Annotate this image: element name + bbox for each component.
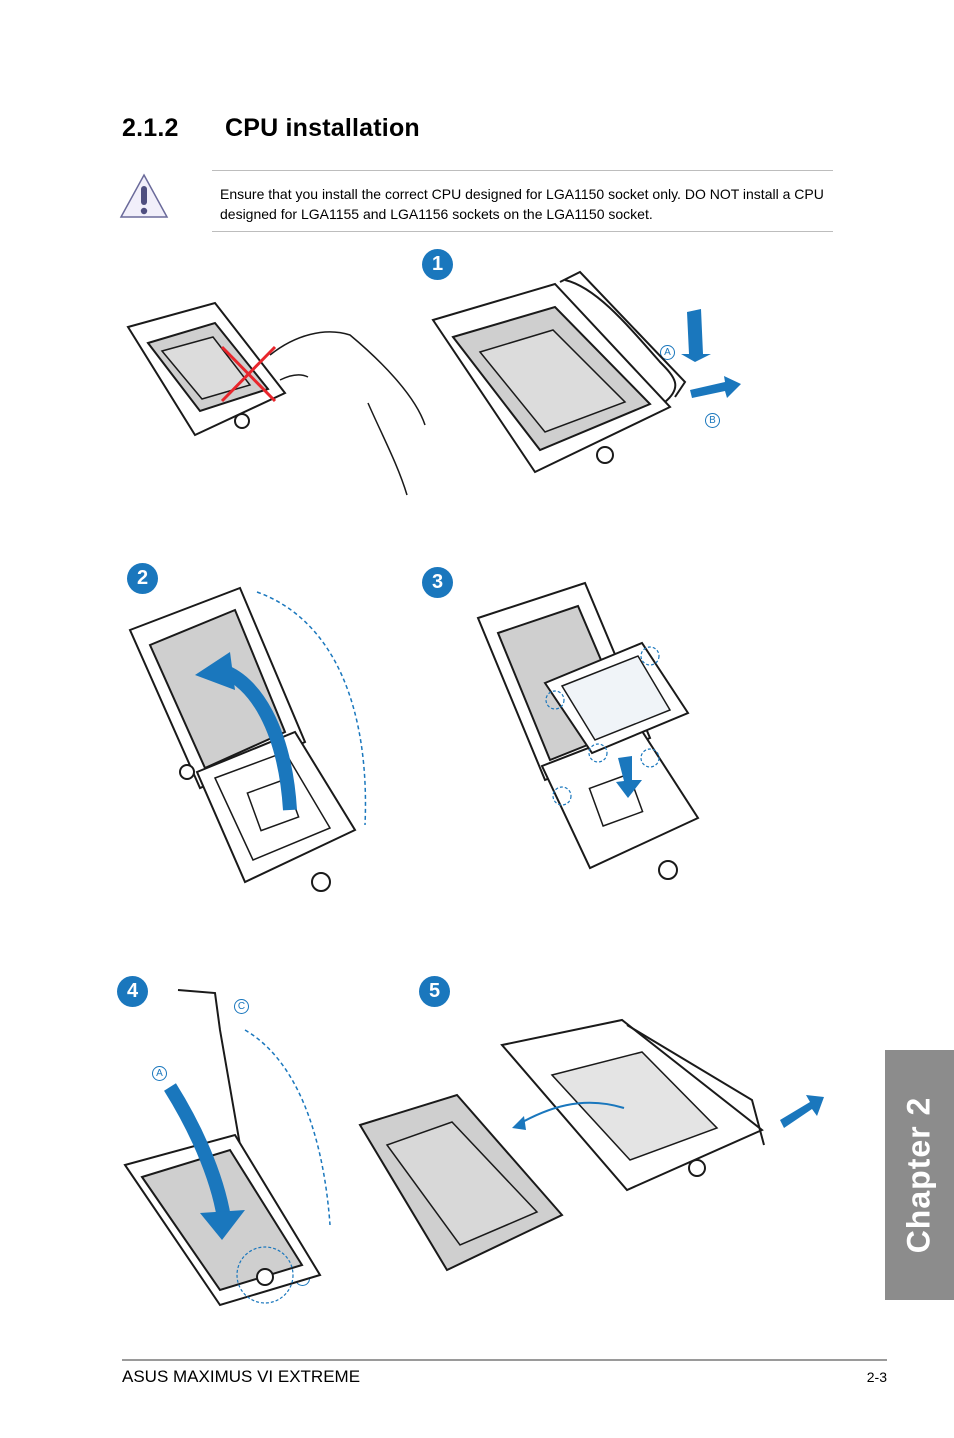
step-4-badge: 4 [117, 976, 148, 1007]
figure-do-not-touch [126, 301, 426, 496]
socket-illustration [500, 1018, 765, 1192]
notch-marker [588, 743, 608, 763]
prohibited-x-icon [220, 345, 277, 403]
figure-step-2 [128, 586, 367, 892]
section-heading: 2.1.2 CPU installation [122, 114, 420, 143]
cap-arrow [516, 1101, 625, 1126]
push-arrow-icon [780, 1095, 824, 1128]
section-title: CPU installation [225, 114, 420, 142]
section-number: 2.1.2 [122, 114, 179, 142]
load-lever [177, 989, 241, 1146]
note-box: Ensure that you install the correct CPU … [212, 170, 833, 232]
swing-path [244, 1029, 331, 1226]
socket-illustration [128, 586, 357, 892]
warning-triangle-icon [119, 173, 169, 218]
swing-path [256, 591, 367, 826]
arrow-down-icon [681, 309, 711, 362]
socket-illustration [126, 301, 287, 437]
notch-marker [640, 646, 660, 666]
step-3-badge: 3 [422, 567, 453, 598]
chapter-tab: Chapter 2 [885, 1050, 954, 1300]
figure-step-5 [358, 1018, 824, 1272]
step-2-badge: 2 [127, 563, 158, 594]
hand-outline [269, 331, 426, 496]
figure-step-4 [123, 989, 331, 1307]
footer-page-number: 2-3 [866, 1369, 887, 1385]
arrow-right-icon [690, 376, 741, 398]
cap-arrow-head [512, 1116, 526, 1130]
socket-illustration [431, 270, 687, 474]
chapter-tab-label: Chapter 2 [900, 1096, 937, 1254]
note-text: Ensure that you install the correct CPU … [220, 186, 824, 222]
step-5-badge: 5 [419, 976, 450, 1007]
notch-marker [545, 690, 565, 710]
step4-callout-c: C [234, 999, 249, 1014]
footer-product: ASUS MAXIMUS VI EXTREME [122, 1367, 361, 1386]
step1-callout-a: A [660, 345, 675, 360]
step1-callout-b: B [705, 413, 720, 428]
cpu-chip [543, 641, 690, 755]
close-arrow-icon [164, 1083, 232, 1226]
pnp-cap [358, 1093, 564, 1272]
figure-step-3 [476, 581, 700, 880]
notch-marker [552, 786, 572, 806]
step4-callout-a: A [152, 1066, 167, 1081]
figure-step-1 [431, 270, 741, 474]
close-arrow-head [200, 1210, 245, 1240]
lift-arrow-head [195, 652, 235, 690]
footer-rule [122, 1359, 887, 1361]
step-1-badge: 1 [422, 249, 453, 280]
load-lever [564, 279, 677, 403]
insert-arrow-icon [616, 756, 642, 798]
lock-marker [236, 1246, 294, 1304]
notch-marker [640, 748, 660, 768]
